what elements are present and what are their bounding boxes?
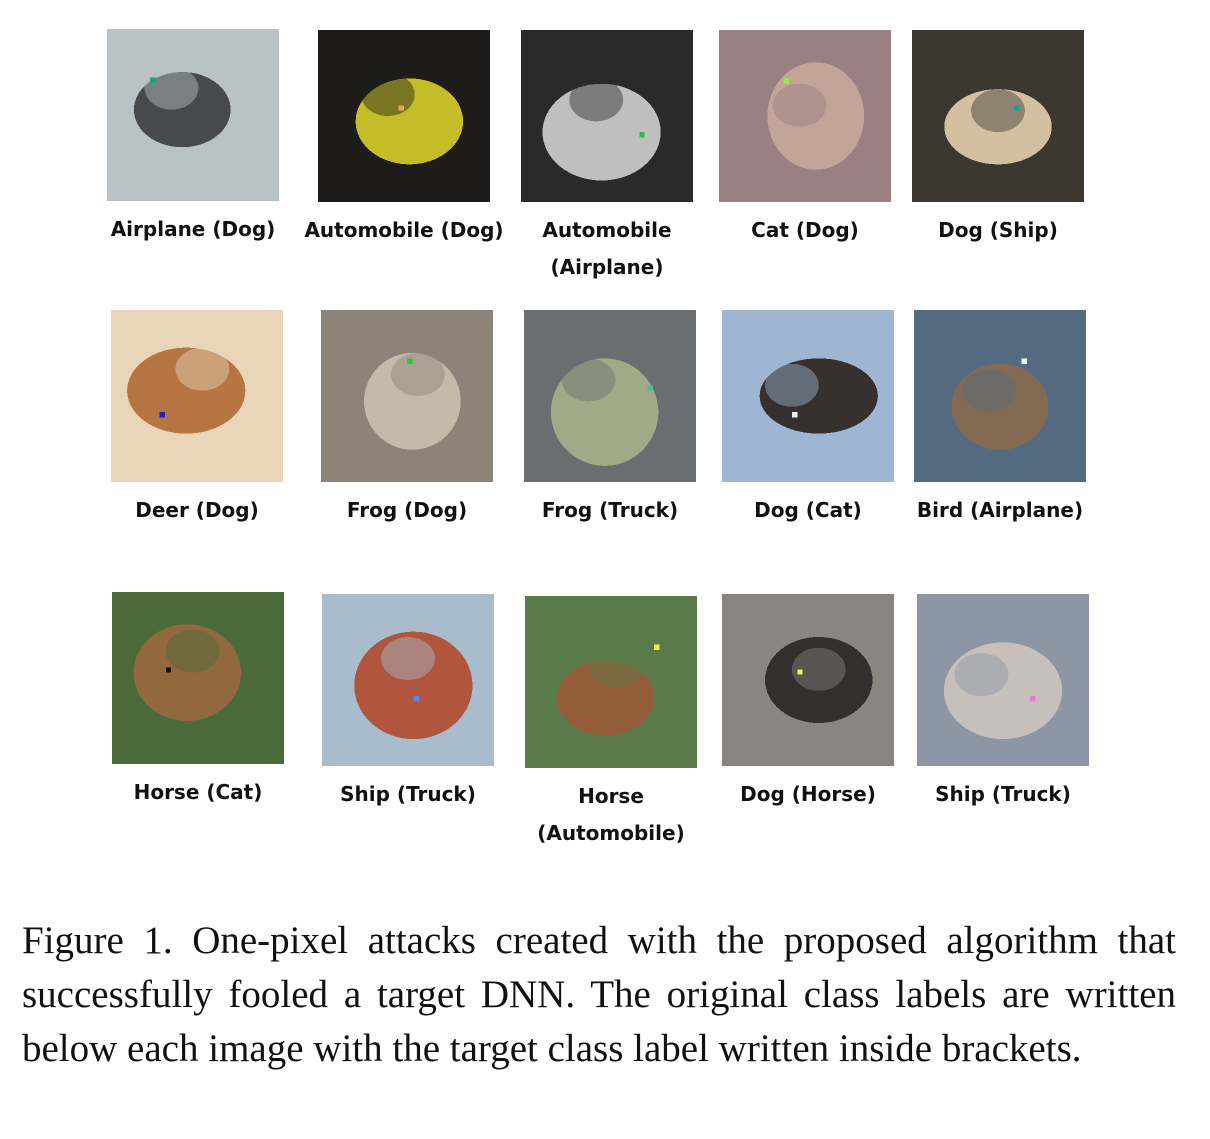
perturbed-pixel: [1021, 358, 1027, 364]
image-label: Frog (Dog): [346, 498, 468, 522]
perturbed-pixel: [165, 667, 172, 673]
figure-panel: Dog (Ship): [893, 30, 1103, 249]
figure-panel: Dog (Horse): [703, 594, 913, 813]
image-label: Dog (Cat): [754, 498, 862, 522]
sample-image: [524, 310, 696, 482]
image-label: Deer (Dog): [135, 498, 259, 522]
image-label: Frog (Truck): [541, 498, 679, 522]
image-label: Airplane (Dog): [110, 217, 276, 241]
sample-image: [318, 30, 490, 202]
figure-caption: Figure 1. One-pixel attacks created with…: [22, 919, 1176, 1070]
figure-panel: Horse (Automobile): [506, 596, 716, 852]
sample-image: [322, 594, 494, 766]
perturbed-pixel: [639, 132, 645, 138]
figure-panel: Cat (Dog): [700, 30, 910, 249]
sample-image: [722, 594, 894, 766]
image-label: Automobile (Airplane): [542, 218, 672, 279]
figure-panel: Automobile (Dog): [299, 30, 509, 249]
perturbed-pixel: [647, 385, 653, 391]
figure-panel: Deer (Dog): [92, 310, 302, 529]
image-label: Cat (Dog): [751, 218, 859, 242]
perturbed-pixel: [407, 358, 413, 364]
image-label: Automobile (Dog): [304, 218, 504, 242]
figure-panel: Frog (Truck): [505, 310, 715, 529]
perturbed-pixel: [783, 78, 789, 84]
image-label: Ship (Truck): [935, 782, 1071, 806]
figure-panel: Horse (Cat): [93, 592, 303, 811]
image-label: Bird (Airplane): [916, 498, 1084, 522]
sample-image: [525, 596, 697, 768]
sample-image: [112, 592, 284, 764]
figure-panel: Bird (Airplane): [895, 310, 1105, 529]
image-label: Horse (Cat): [133, 780, 263, 804]
image-label: Ship (Truck): [340, 782, 476, 806]
image-label: Horse (Automobile): [537, 784, 685, 845]
figure-panel: Dog (Cat): [703, 310, 913, 529]
image-label: Dog (Ship): [938, 218, 1058, 242]
perturbed-pixel: [1014, 105, 1020, 111]
sample-image: [321, 310, 493, 482]
figure-panel: Ship (Truck): [303, 594, 513, 813]
perturbed-pixel: [797, 669, 803, 675]
perturbed-pixel: [150, 77, 156, 83]
sample-image: [914, 310, 1086, 482]
sample-image: [917, 594, 1089, 766]
sample-image: [722, 310, 894, 482]
perturbed-pixel: [1029, 696, 1036, 702]
perturbed-pixel: [398, 105, 404, 111]
sample-image: [521, 30, 693, 202]
figure-panel: Automobile (Airplane): [502, 30, 712, 286]
figure-panel: Frog (Dog): [302, 310, 512, 529]
sample-image: [912, 30, 1084, 202]
sample-image: [719, 30, 891, 202]
perturbed-pixel: [791, 412, 798, 418]
perturbed-pixel: [413, 696, 419, 702]
perturbed-pixel: [654, 644, 660, 650]
sample-image: [107, 29, 279, 201]
sample-image: [111, 310, 283, 482]
image-label: Dog (Horse): [740, 782, 876, 806]
figure-panel: Airplane (Dog): [88, 29, 298, 248]
figure-panel: Ship (Truck): [898, 594, 1108, 813]
perturbed-pixel: [159, 412, 165, 418]
